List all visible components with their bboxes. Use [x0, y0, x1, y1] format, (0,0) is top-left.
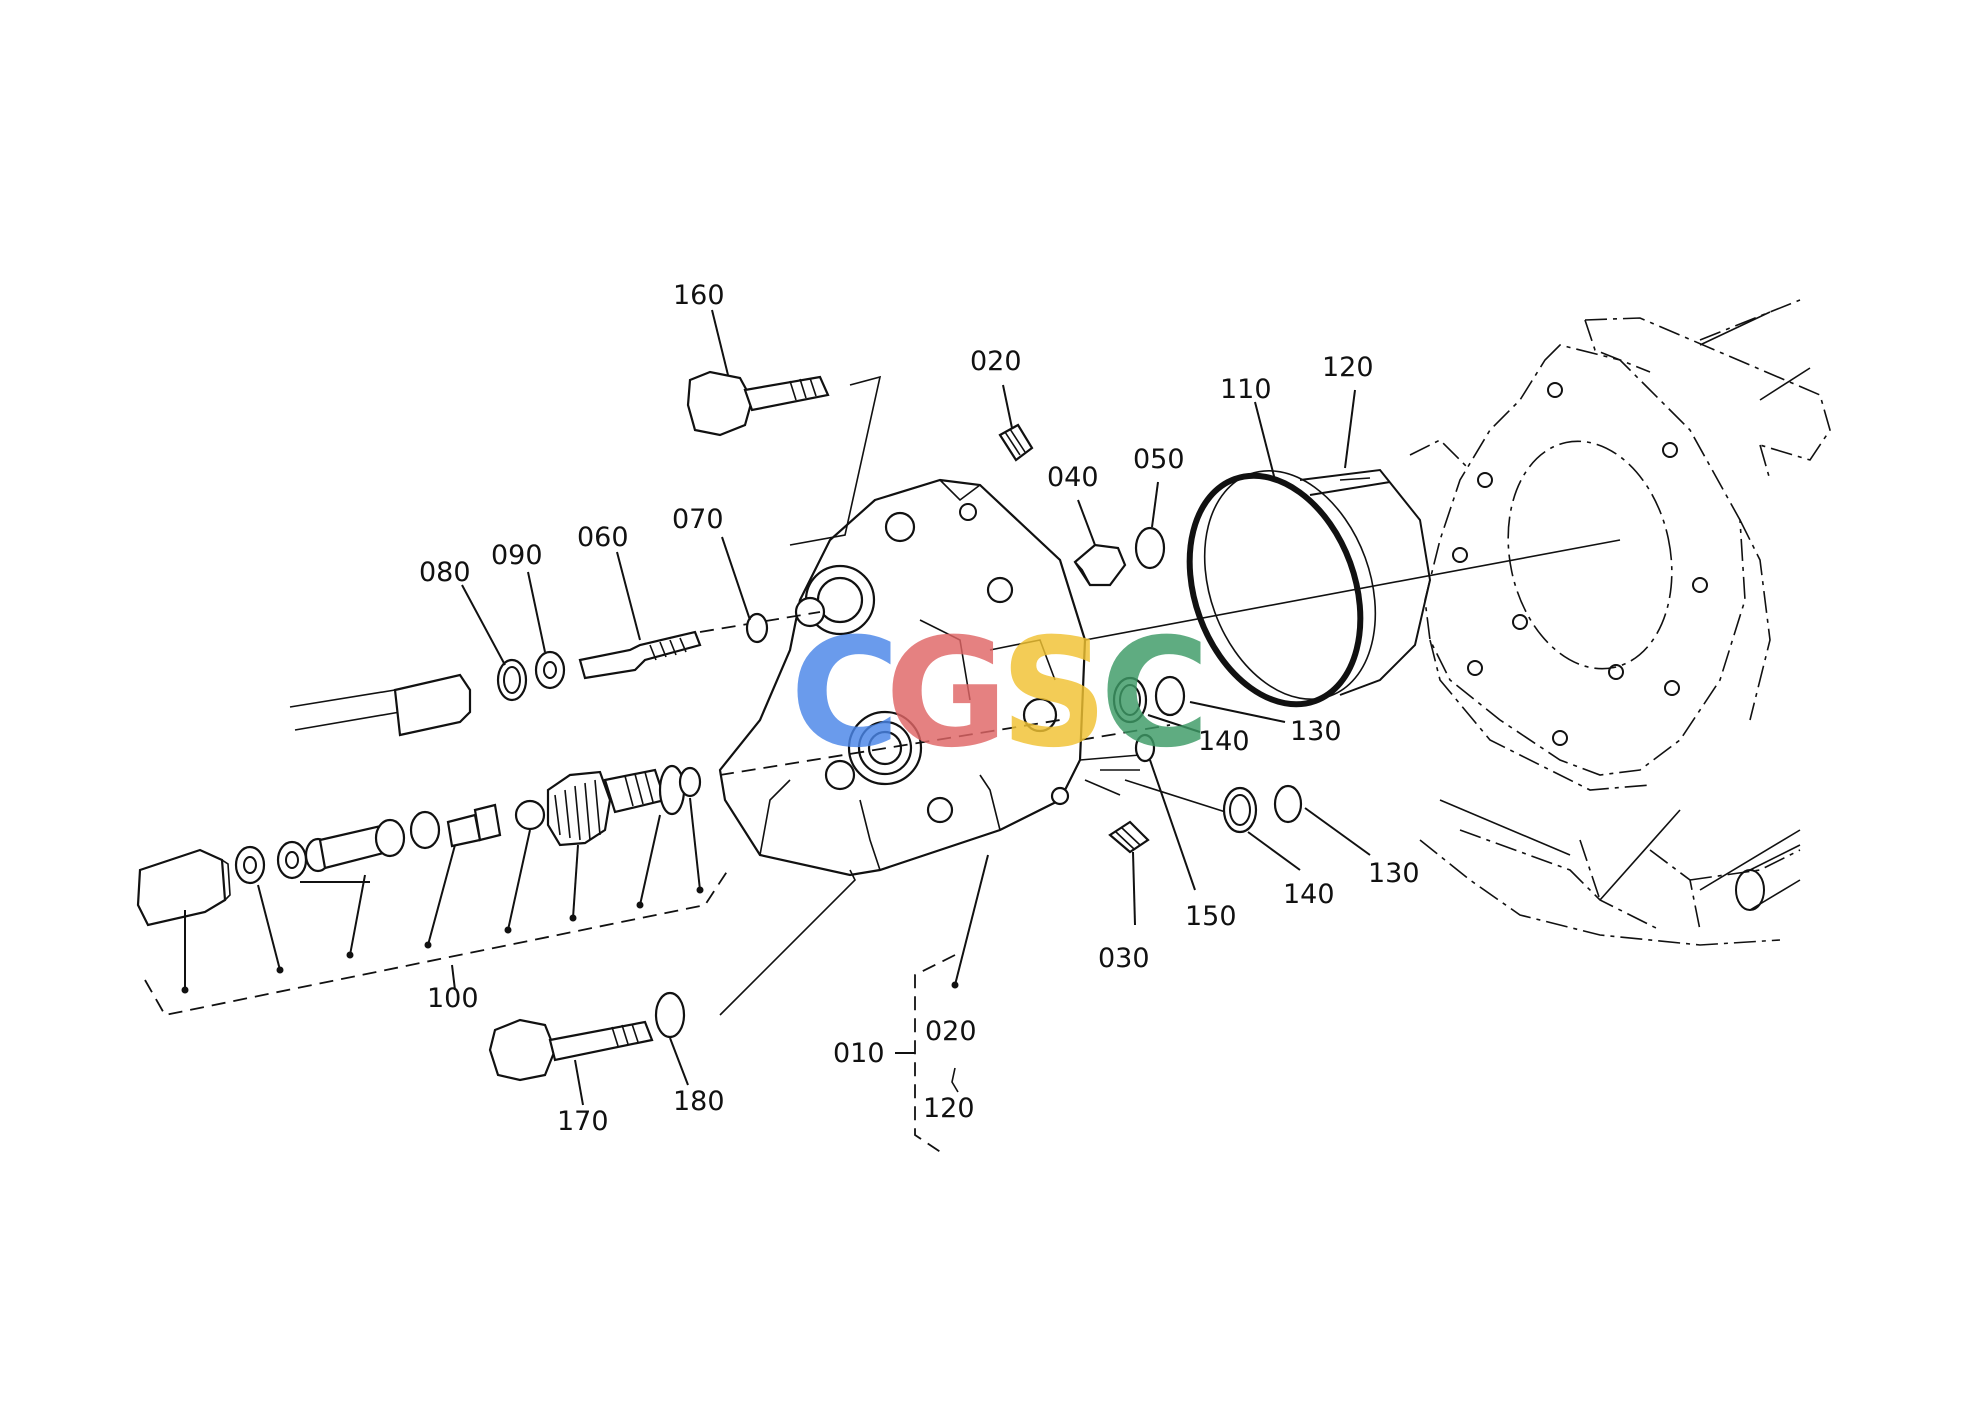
callout-labels: 160 020 110 120 040 050 070 060 090 080 … — [419, 280, 1420, 1137]
label-140-b: 140 — [1283, 879, 1335, 910]
part-110-seal — [1186, 468, 1432, 708]
label-030: 030 — [1098, 943, 1150, 974]
watermark-letter-2: G — [885, 607, 1008, 781]
part-040-050 — [1073, 526, 1166, 587]
label-020-group: 020 — [925, 1016, 977, 1047]
label-060: 060 — [577, 522, 629, 553]
plugs — [998, 423, 1150, 854]
group-bracket-100 — [144, 797, 729, 1017]
label-020-top: 020 — [970, 346, 1022, 377]
pump-cover-body — [718, 478, 1087, 877]
label-140-a: 140 — [1198, 726, 1250, 757]
label-120-group: 120 — [923, 1093, 975, 1124]
label-130-a: 130 — [1290, 716, 1342, 747]
label-070: 070 — [672, 504, 724, 535]
center-axis-line — [1084, 539, 1621, 641]
label-130-b: 130 — [1368, 858, 1420, 889]
label-180: 180 — [673, 1086, 725, 1117]
label-120-top: 120 — [1322, 352, 1374, 383]
watermark-letter-1: C — [790, 607, 900, 781]
group-bracket-010 — [895, 954, 959, 1156]
label-080: 080 — [419, 557, 471, 588]
label-010: 010 — [833, 1038, 885, 1069]
watermark-logo: C G S C — [790, 607, 1210, 781]
lower-row-parts — [136, 764, 702, 927]
label-150: 150 — [1185, 901, 1237, 932]
exploded-axis-lines — [289, 375, 1236, 1016]
label-050: 050 — [1133, 444, 1185, 475]
label-040: 040 — [1047, 462, 1099, 493]
watermark-letter-3: S — [1000, 607, 1108, 781]
upper-row-parts — [393, 612, 769, 737]
label-170: 170 — [557, 1106, 609, 1137]
label-160: 160 — [673, 280, 725, 311]
label-090: 090 — [491, 540, 543, 571]
part-160-bolt — [686, 370, 830, 437]
leader-lines — [461, 309, 1371, 1106]
watermark-letter-4: C — [1100, 607, 1210, 781]
label-100: 100 — [427, 983, 479, 1014]
part-180-spring-washer — [654, 991, 686, 1039]
part-170-bolt — [488, 1018, 654, 1082]
o-rings — [1112, 675, 1303, 834]
transmission-housing — [1409, 299, 1831, 946]
label-110: 110 — [1220, 374, 1272, 405]
